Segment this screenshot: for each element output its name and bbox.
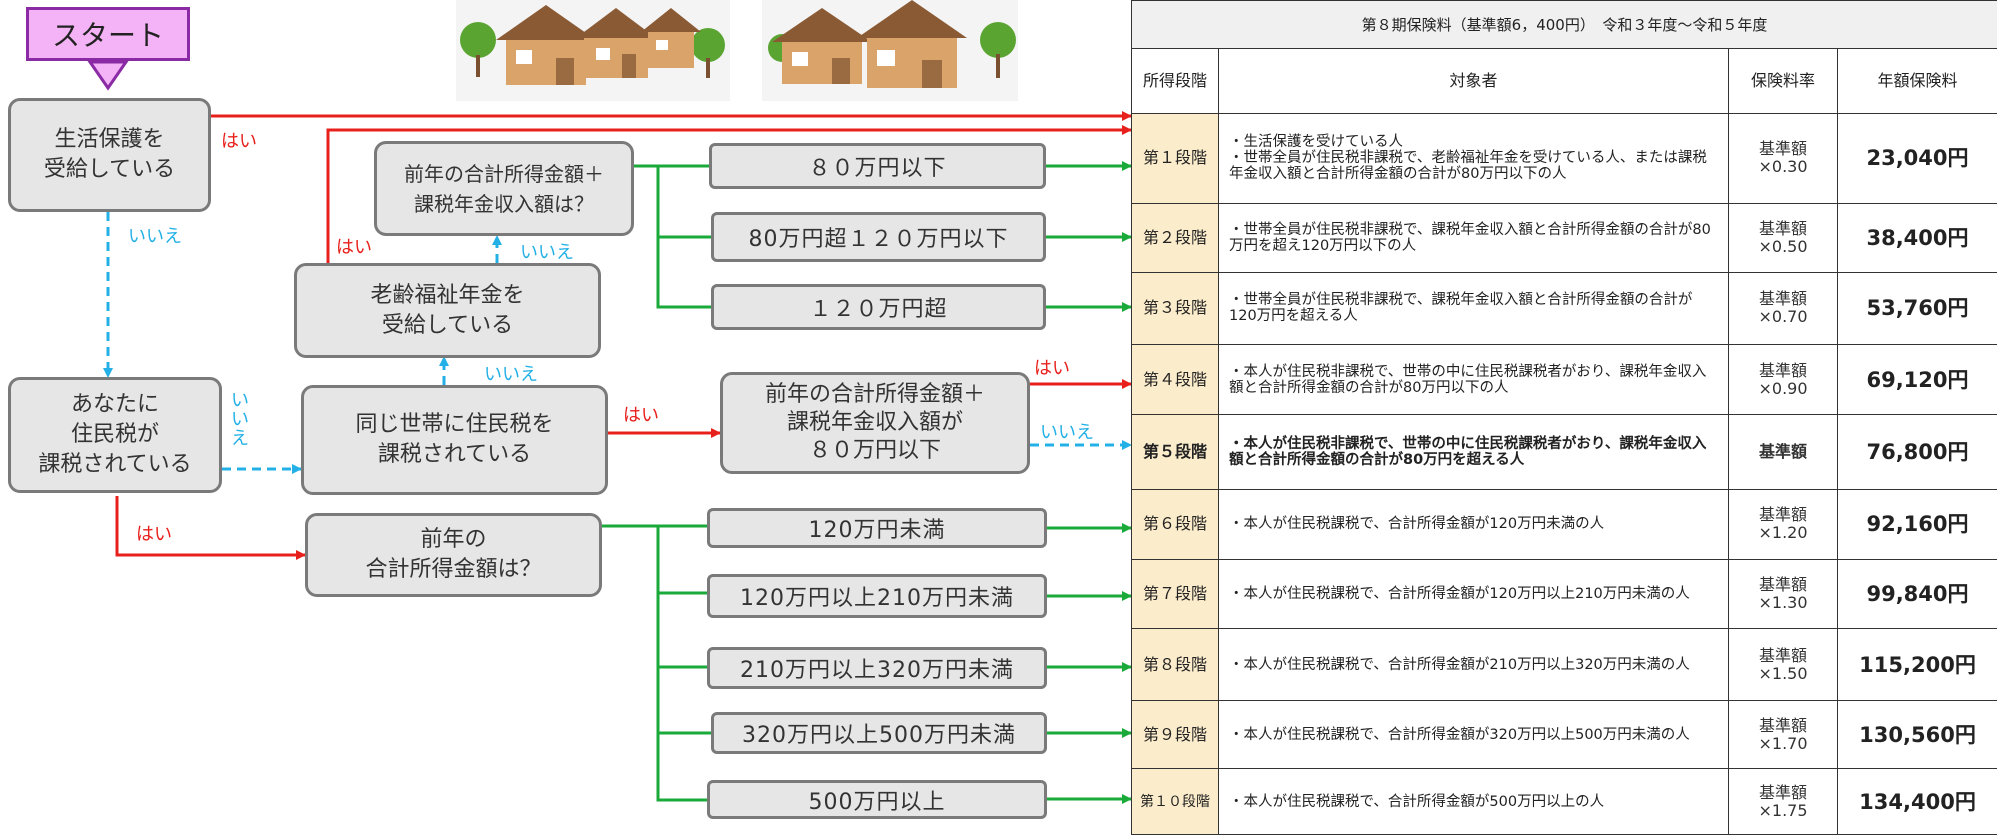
- stage-cell: 第３段階: [1131, 272, 1219, 345]
- amount-cell: 23,040円: [1837, 112, 1997, 204]
- table-row: 第８段階 ・本人が住民税課税で、合計所得金額が210万円以上320万円未満の人 …: [1131, 628, 1997, 701]
- pension-income-question: 前年の合計所得金額＋ 課税年金収入額は？: [374, 141, 634, 236]
- table-row: 第２段階 ・世帯全員が住民税非課税で、課税年金収入額と合計所得金額の合計が80万…: [1131, 202, 1997, 274]
- desc-cell: ・本人が住民税課税で、合計所得金額が210万円以上320万円未満の人: [1218, 628, 1729, 701]
- option-120-210: 120万円以上210万円未満: [707, 574, 1047, 618]
- income-80-question: 前年の合計所得金額＋ 課税年金収入額が ８０万円以下: [720, 372, 1030, 474]
- welfare-yes-label: はい: [221, 131, 257, 152]
- option-over-500: 500万円以上: [707, 780, 1047, 819]
- stage-cell: 第１段階: [1131, 112, 1219, 204]
- table-row: 第３段階 ・世帯全員が住民税非課税で、課税年金収入額と合計所得金額の合計が120…: [1131, 272, 1997, 345]
- option-80-120: 80万円超１２０万円以下: [711, 212, 1046, 262]
- stage-cell: 第８段階: [1131, 628, 1219, 701]
- premium-table: 第８期保険料（基準額6，400円） 令和３年度～令和５年度 所得段階 対象者 保…: [1131, 0, 1997, 835]
- header-stage: 所得段階: [1131, 48, 1219, 114]
- option-under-120: 120万円未満: [707, 508, 1047, 548]
- pension-yes-line: [326, 125, 1132, 263]
- desc-cell: ・本人が住民税課税で、合計所得金額が120万円未満の人: [1218, 489, 1729, 560]
- taxed-question: あなたに 住民税が 課税されている: [8, 377, 222, 493]
- option-320-500: 320万円以上500万円未満: [711, 712, 1047, 754]
- header-target: 対象者: [1218, 48, 1729, 114]
- taxed-no-label: いいえ: [231, 390, 249, 449]
- start-arrow: [87, 60, 129, 91]
- pension-no-label: いいえ: [520, 242, 574, 263]
- rate-cell: 基準額 ×1.50: [1728, 628, 1838, 701]
- stage-cell: 第６段階: [1131, 489, 1219, 560]
- rate-cell: 基準額: [1728, 414, 1838, 491]
- amount-cell: 92,160円: [1837, 489, 1997, 560]
- q80-yes-label: はい: [1034, 358, 1070, 379]
- stage-cell: 第５段階: [1131, 414, 1219, 491]
- houses-illustration-right: [762, 0, 1018, 101]
- houses-illustration-left: [456, 0, 730, 101]
- desc-cell: ・生活保護を受けている人 ・世帯全員が住民税非課税で、老齢福祉年金を受けている人…: [1218, 112, 1729, 204]
- rate-cell: 基準額 ×1.70: [1728, 699, 1838, 770]
- income-question: 前年の 合計所得金額は？: [305, 513, 602, 597]
- amount-cell: 115,200円: [1837, 628, 1997, 701]
- household-no-label: いいえ: [484, 364, 538, 385]
- desc-cell: ・本人が住民税課税で、合計所得金額が120万円以上210万円未満の人: [1218, 558, 1729, 630]
- welfare-no-label: いいえ: [128, 226, 182, 247]
- header-rate: 保険料率: [1728, 48, 1838, 114]
- amount-cell: 99,840円: [1837, 558, 1997, 630]
- rate-cell: 基準額 ×1.75: [1728, 768, 1838, 835]
- table-title: 第８期保険料（基準額6，400円） 令和３年度～令和５年度: [1131, 0, 1997, 50]
- amount-cell: 76,800円: [1837, 414, 1997, 491]
- welfare-question: 生活保護を 受給している: [8, 98, 211, 212]
- header-amount: 年額保険料: [1837, 48, 1997, 114]
- pension-question: 老齢福祉年金を 受給している: [294, 263, 601, 358]
- stage-cell: 第４段階: [1131, 343, 1219, 416]
- desc-cell: ・世帯全員が住民税非課税で、課税年金収入額と合計所得金額の合計が120万円を超え…: [1218, 272, 1729, 345]
- rate-cell: 基準額 ×1.30: [1728, 558, 1838, 630]
- rate-cell: 基準額 ×0.50: [1728, 202, 1838, 274]
- table-row: 第５段階 ・本人が住民税非課税で、世帯の中に住民税課税者がおり、課税年金収入額と…: [1131, 414, 1997, 491]
- start-box: スタート: [26, 7, 190, 61]
- amount-cell: 69,120円: [1837, 343, 1997, 416]
- option-over-120: １２０万円超: [711, 284, 1046, 330]
- table-row: 第１０段階 ・本人が住民税課税で、合計所得金額が500万円以上の人 基準額 ×1…: [1131, 768, 1997, 835]
- option-under-80: ８０万円以下: [709, 143, 1046, 189]
- rate-cell: 基準額 ×0.70: [1728, 272, 1838, 345]
- table-row: 第７段階 ・本人が住民税課税で、合計所得金額が120万円以上210万円未満の人 …: [1131, 558, 1997, 630]
- amount-cell: 38,400円: [1837, 202, 1997, 274]
- desc-cell: ・本人が住民税課税で、合計所得金額が320万円以上500万円未満の人: [1218, 699, 1729, 770]
- stage-cell: 第１０段階: [1131, 768, 1219, 835]
- desc-cell: ・本人が住民税課税で、合計所得金額が500万円以上の人: [1218, 768, 1729, 835]
- rate-cell: 基準額 ×0.90: [1728, 343, 1838, 416]
- rate-cell: 基準額 ×0.30: [1728, 112, 1838, 204]
- household-yes-label: はい: [623, 405, 659, 426]
- stage-cell: 第９段階: [1131, 699, 1219, 770]
- amount-cell: 130,560円: [1837, 699, 1997, 770]
- rate-cell: 基準額 ×1.20: [1728, 489, 1838, 560]
- amount-cell: 134,400円: [1837, 768, 1997, 835]
- desc-cell: ・本人が住民税非課税で、世帯の中に住民税課税者がおり、課税年金収入額と合計所得金…: [1218, 343, 1729, 416]
- option-210-320: 210万円以上320万円未満: [707, 647, 1047, 689]
- desc-cell: ・世帯全員が住民税非課税で、課税年金収入額と合計所得金額の合計が80万円を超え1…: [1218, 202, 1729, 274]
- table-row: 第１段階 ・生活保護を受けている人 ・世帯全員が住民税非課税で、老齢福祉年金を受…: [1131, 112, 1997, 204]
- table-row: 第６段階 ・本人が住民税課税で、合計所得金額が120万円未満の人 基準額 ×1.…: [1131, 489, 1997, 560]
- table-row: 第９段階 ・本人が住民税課税で、合計所得金額が320万円以上500万円未満の人 …: [1131, 699, 1997, 770]
- taxed-yes-label: はい: [136, 524, 172, 545]
- taxed-yes-line: [115, 496, 306, 560]
- pension-yes-label: はい: [336, 237, 372, 258]
- desc-cell: ・本人が住民税非課税で、世帯の中に住民税課税者がおり、課税年金収入額と合計所得金…: [1218, 414, 1729, 491]
- stage-cell: 第７段階: [1131, 558, 1219, 630]
- stage-cell: 第２段階: [1131, 202, 1219, 274]
- q80-no-label: いいえ: [1040, 422, 1094, 443]
- household-question: 同じ世帯に住民税を 課税されている: [301, 385, 608, 495]
- table-row: 第４段階 ・本人が住民税非課税で、世帯の中に住民税課税者がおり、課税年金収入額と…: [1131, 343, 1997, 416]
- amount-cell: 53,760円: [1837, 272, 1997, 345]
